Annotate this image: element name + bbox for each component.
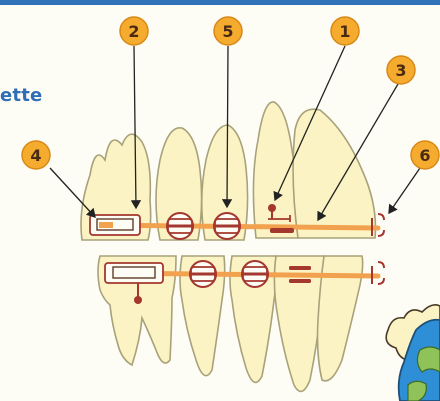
upper-incisor <box>293 109 375 238</box>
upper-canine <box>253 102 298 238</box>
svg-text:1: 1 <box>339 22 350 41</box>
leader-6 <box>389 168 420 213</box>
lower-bracket-2 <box>241 261 269 287</box>
callout-badge-5: 5 <box>214 17 242 45</box>
callout-badge-1: 1 <box>331 17 359 45</box>
callout-badge-2: 2 <box>120 17 148 45</box>
svg-text:4: 4 <box>30 146 41 165</box>
svg-text:5: 5 <box>222 22 233 41</box>
callout-badge-3: 3 <box>387 56 415 84</box>
svg-text:3: 3 <box>395 61 406 80</box>
lower-wire-end-stop <box>372 262 384 284</box>
svg-text:2: 2 <box>128 22 139 41</box>
svg-text:6: 6 <box>419 146 430 165</box>
upper-bracket-2 <box>213 213 241 239</box>
lower-bracket-1 <box>189 261 217 287</box>
callout-badge-4: 4 <box>22 141 50 169</box>
globe-character-icon <box>386 305 440 401</box>
upper-molar-tube <box>90 215 140 235</box>
upper-bracket-1 <box>166 213 194 239</box>
callout-badge-6: 6 <box>411 141 439 169</box>
